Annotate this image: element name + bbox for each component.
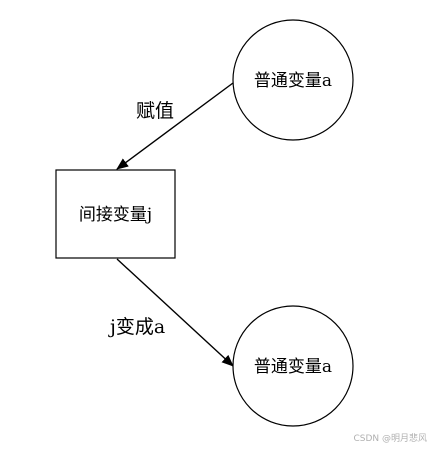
edge-becomes-label: j变成a (108, 316, 165, 338)
node-bottom-circle-shape (232, 305, 354, 427)
watermark-text: CSDN @明月悲风 (353, 432, 427, 444)
node-middle-box-shape (55, 169, 176, 259)
edge-assign: 赋值 (116, 82, 234, 170)
edge-becomes-line (116, 258, 234, 367)
edge-assign-line (116, 82, 234, 170)
node-bottom-circle-label: 普通变量a (254, 357, 332, 377)
edge-assign-label: 赋值 (136, 100, 174, 122)
node-top-circle: 普通变量a (232, 19, 354, 141)
node-top-circle-shape (232, 19, 354, 141)
node-top-circle-label: 普通变量a (254, 71, 332, 91)
node-bottom-circle: 普通变量a (232, 305, 354, 427)
edge-becomes: j变成a (108, 258, 234, 367)
node-middle-box: 间接变量j (55, 169, 176, 259)
node-middle-box-label: 间接变量j (79, 205, 152, 225)
